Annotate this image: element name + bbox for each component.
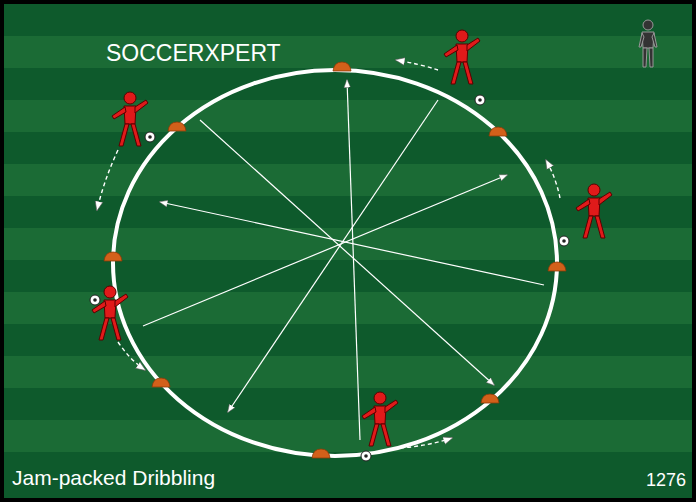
coach-figure — [639, 20, 657, 67]
pass-lines — [143, 80, 544, 440]
logo-watermark: SOCCERXPERT — [106, 40, 281, 67]
circle-line — [113, 70, 557, 456]
dribble-arrows — [97, 60, 560, 448]
players — [90, 30, 612, 461]
drill-number: 1276 — [646, 470, 686, 491]
cones — [104, 62, 566, 458]
drill-title: Jam-packed Dribbling — [12, 466, 215, 490]
grass-stripes — [4, 4, 692, 498]
